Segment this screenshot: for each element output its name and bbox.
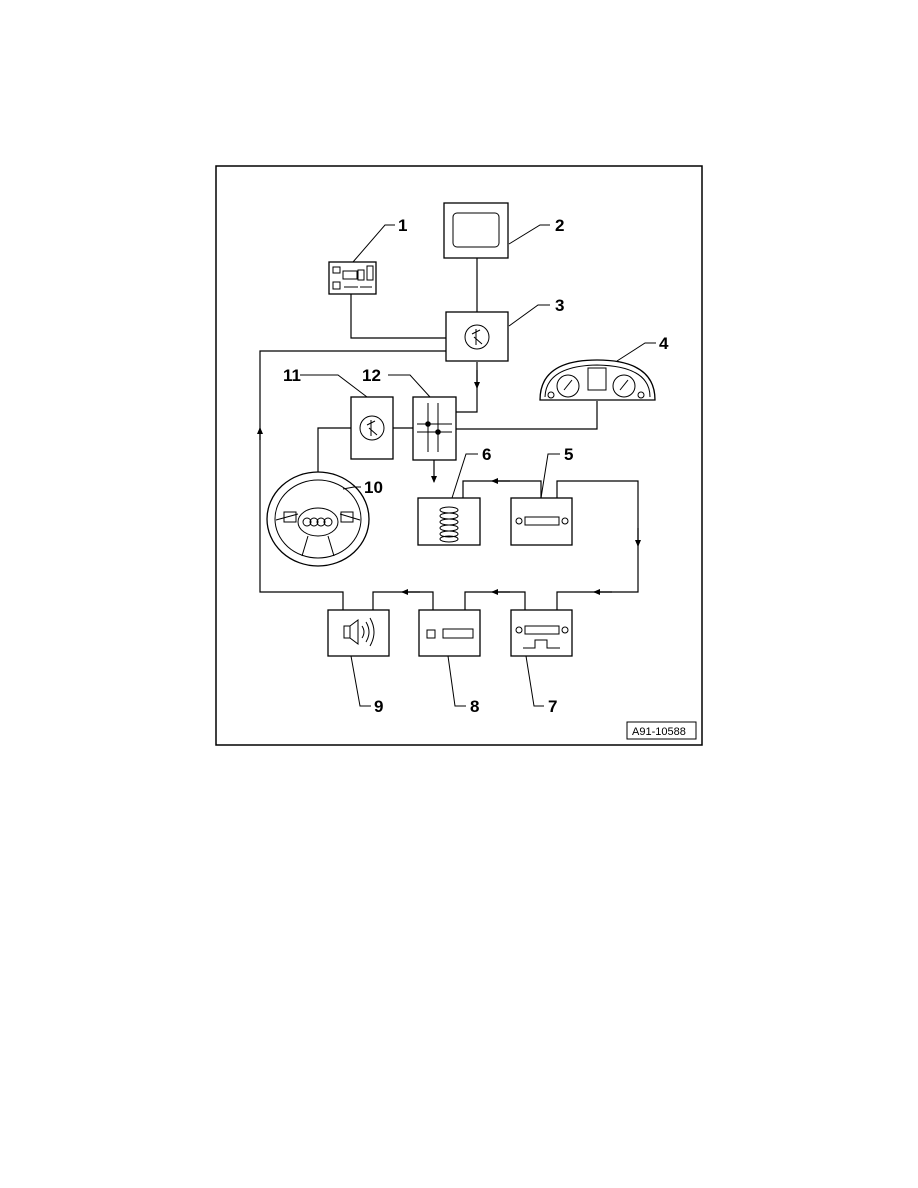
label-6: 6 bbox=[482, 445, 491, 464]
component-2-display bbox=[443, 202, 509, 259]
label-3: 3 bbox=[555, 296, 564, 315]
reference-code: A91-10588 bbox=[626, 721, 697, 740]
label-10: 10 bbox=[364, 478, 383, 497]
component-11-control-unit bbox=[350, 396, 394, 460]
component-5-module bbox=[510, 497, 573, 546]
reference-code-text: A91-10588 bbox=[632, 726, 686, 738]
component-9-speaker bbox=[327, 609, 390, 657]
component-1-control-panel bbox=[328, 261, 377, 295]
label-1: 1 bbox=[398, 216, 407, 235]
callout-numbers: 1 2 3 4 5 6 7 8 9 10 11 12 bbox=[283, 216, 669, 716]
component-3-control-unit bbox=[445, 311, 509, 362]
diagram-frame bbox=[215, 165, 703, 746]
label-11: 11 bbox=[283, 366, 301, 385]
label-5: 5 bbox=[564, 445, 573, 464]
label-8: 8 bbox=[470, 697, 479, 716]
label-2: 2 bbox=[555, 216, 564, 235]
wiring bbox=[257, 258, 641, 610]
label-9: 9 bbox=[374, 697, 383, 716]
callout-leaders bbox=[300, 224, 656, 707]
label-4: 4 bbox=[659, 334, 669, 353]
component-8-amplifier bbox=[418, 609, 481, 657]
component-4-instrument-cluster bbox=[539, 359, 656, 401]
label-12: 12 bbox=[362, 366, 381, 385]
component-12-gateway bbox=[412, 396, 457, 461]
component-7-tuner bbox=[510, 609, 573, 657]
component-10-steering-wheel bbox=[266, 471, 370, 567]
component-6-cd-changer bbox=[417, 497, 481, 546]
label-7: 7 bbox=[548, 697, 557, 716]
